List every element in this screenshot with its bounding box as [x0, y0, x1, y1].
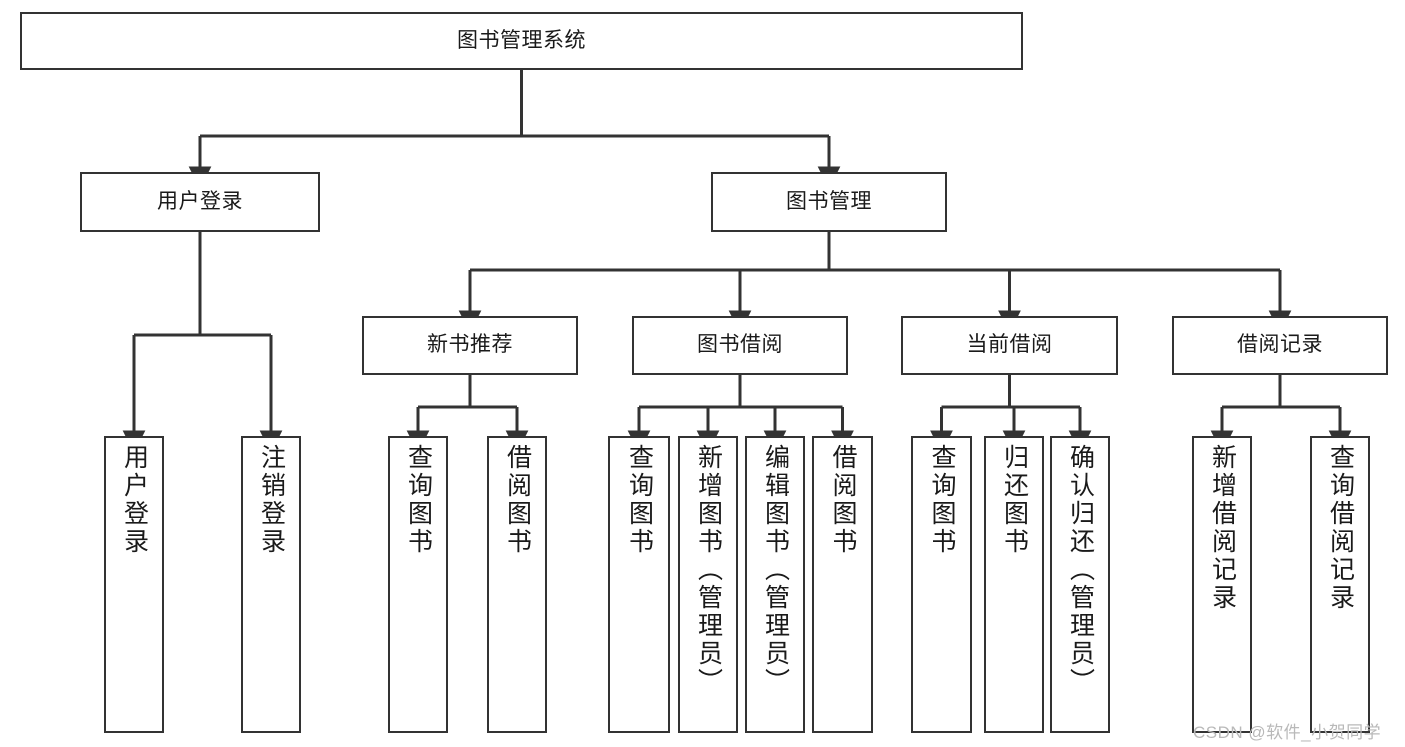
node-label: 图书管理系统: [457, 28, 586, 52]
csdn-watermark: CSDN @软件_小贺同学: [1193, 723, 1382, 742]
node-label: 新书推荐: [427, 333, 513, 357]
leaf-query-book-3[interactable]: 查询图书: [911, 436, 972, 733]
node-label: 图书管理: [786, 189, 872, 213]
node-label: 查询借阅记录: [1326, 444, 1355, 612]
node-book-management[interactable]: 图书管理: [711, 172, 947, 232]
node-label: 编辑图书（管理员）: [761, 444, 790, 696]
leaf-borrow-book-1[interactable]: 借阅图书: [487, 436, 547, 733]
node-label: 归还图书: [1000, 444, 1029, 556]
leaf-edit-book-admin[interactable]: 编辑图书（管理员）: [745, 436, 805, 733]
leaf-logout[interactable]: 注销登录: [241, 436, 301, 733]
node-current-borrowing[interactable]: 当前借阅: [901, 316, 1118, 375]
leaf-confirm-return-admin[interactable]: 确认归还（管理员）: [1050, 436, 1110, 733]
node-label: 新增图书（管理员）: [694, 444, 723, 696]
node-label: 新增借阅记录: [1208, 444, 1237, 612]
node-user-login[interactable]: 用户登录: [80, 172, 320, 232]
leaf-query-book-2[interactable]: 查询图书: [608, 436, 670, 733]
node-label: 图书借阅: [697, 333, 783, 357]
node-borrowing-records[interactable]: 借阅记录: [1172, 316, 1388, 375]
node-label: 用户登录: [157, 189, 243, 213]
leaf-add-book-admin[interactable]: 新增图书（管理员）: [678, 436, 738, 733]
leaf-return-book[interactable]: 归还图书: [984, 436, 1044, 733]
node-new-book-recommendation[interactable]: 新书推荐: [362, 316, 578, 375]
leaf-user-login[interactable]: 用户登录: [104, 436, 164, 733]
node-label: 借阅记录: [1237, 333, 1323, 357]
node-label: 确认归还（管理员）: [1066, 444, 1095, 696]
leaf-add-borrow-record[interactable]: 新增借阅记录: [1192, 436, 1252, 733]
node-label: 查询图书: [928, 444, 956, 556]
node-label: 用户登录: [120, 444, 149, 556]
leaf-query-borrow-record[interactable]: 查询借阅记录: [1310, 436, 1370, 733]
node-label: 查询图书: [625, 444, 654, 556]
node-label: 注销登录: [257, 444, 286, 556]
node-book-borrowing[interactable]: 图书借阅: [632, 316, 848, 375]
node-book-management-system[interactable]: 图书管理系统: [20, 12, 1023, 70]
node-label: 借阅图书: [503, 444, 532, 556]
node-label: 当前借阅: [966, 333, 1053, 357]
node-label: 借阅图书: [829, 444, 857, 556]
leaf-query-book-1[interactable]: 查询图书: [388, 436, 448, 733]
node-label: 查询图书: [404, 444, 433, 556]
leaf-borrow-book-2[interactable]: 借阅图书: [812, 436, 873, 733]
